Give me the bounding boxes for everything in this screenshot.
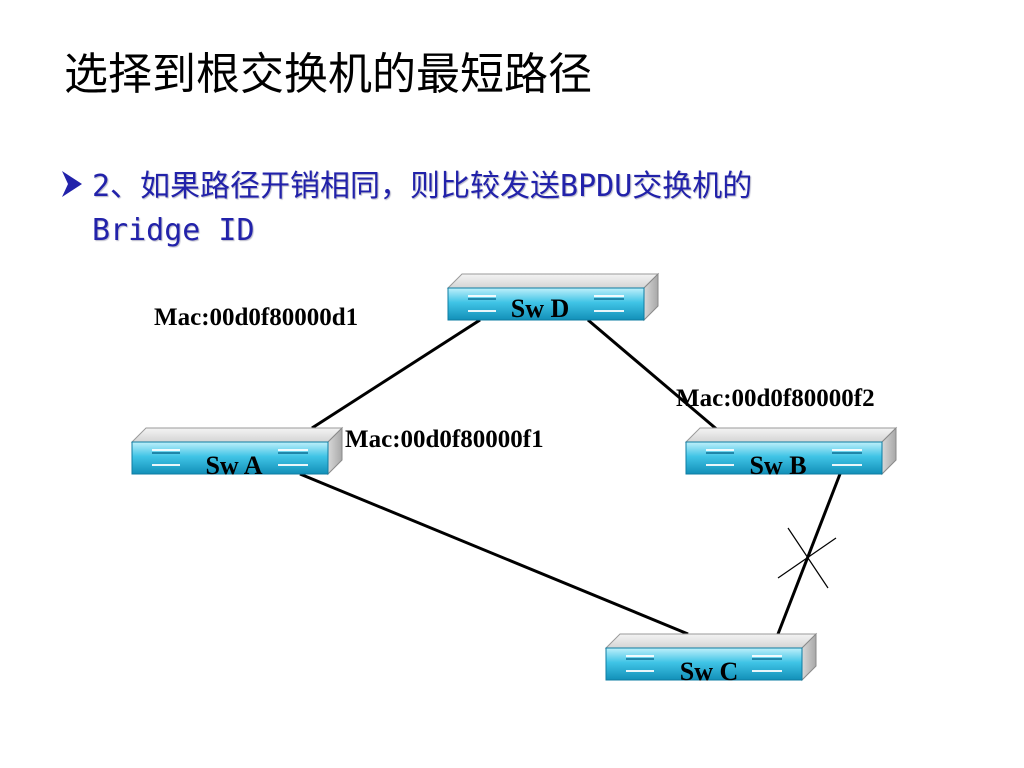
mac-label-b: Mac:00d0f80000f2 (676, 385, 875, 412)
switch-d-label: Sw D (511, 294, 570, 323)
blocked-link-cross-icon (777, 527, 837, 589)
bullet-point: 2、如果路径开销相同，则比较发送BPDU交换机的 Bridge ID (58, 165, 998, 253)
bullet-arrow-icon (62, 171, 82, 197)
link-d-b (587, 318, 721, 434)
bullet-line-2: Bridge ID (92, 213, 255, 248)
link-a-c (299, 472, 689, 636)
mac-label-a: Mac:00d0f80000f1 (345, 426, 544, 453)
link-d-a (311, 318, 481, 430)
switch-c-label: Sw C (680, 657, 739, 686)
bullet-text: 2、如果路径开销相同，则比较发送BPDU交换机的 Bridge ID (92, 165, 752, 253)
link-b-c (776, 473, 842, 635)
mac-label-d: Mac:00d0f80000d1 (154, 304, 358, 331)
switch-b-label: Sw B (749, 451, 806, 480)
slide-title: 选择到根交换机的最短路径 (64, 49, 592, 100)
switch-a-label: Sw A (205, 451, 262, 480)
bullet-line-1: 2、如果路径开销相同，则比较发送BPDU交换机的 (92, 169, 753, 204)
